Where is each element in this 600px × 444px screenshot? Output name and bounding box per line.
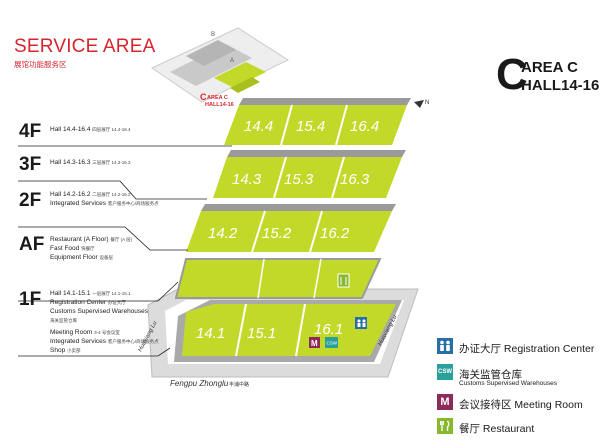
svg-text:M: M: [311, 339, 318, 348]
page-subtitle: 展馆功能服务区: [14, 60, 67, 69]
hall-16-1: 16.1: [314, 321, 343, 338]
floor-label-af: AF: [19, 234, 45, 255]
legend-meeting: M 会议接待区 Meeting Room: [437, 394, 597, 414]
area-badge-line1: AREA C: [521, 59, 578, 76]
area-badge-line2: HALL14-16: [521, 77, 600, 94]
meeting-icon: M: [437, 394, 453, 410]
svg-text:N: N: [425, 100, 429, 106]
floor-label-3f: 3F: [19, 154, 42, 175]
hall-14-4: 14.4: [244, 118, 273, 135]
legend-csw: CSW 海关监管仓库 Customs Supervised Warehouses: [437, 364, 597, 387]
legend-registration-label: 办证大厅 Registration Center: [459, 343, 595, 355]
page-title: SERVICE AREA: [14, 36, 156, 57]
floor-label-4f: 4F: [19, 121, 42, 142]
hall-15-3: 15.3: [284, 171, 314, 188]
area-badge: C AREA C HALL14-16: [496, 50, 600, 99]
legend-restaurant-label: 餐厅 Restaurant: [459, 423, 535, 435]
floor-4f-line-0: Hall 14.4-16.4 四层展厅 14.4-16.4: [50, 126, 131, 133]
minimap-letter-c: C: [200, 92, 207, 102]
hall-14-3: 14.3: [232, 171, 262, 188]
slab-2f: [186, 204, 396, 253]
registration-marker-icon: [355, 317, 367, 329]
leader-lines: [18, 145, 232, 357]
road-fengpu-cn: 丰浦中路: [229, 381, 249, 388]
minimap-letter-a: B: [211, 32, 215, 38]
floor-2f-lines: Hall 14.2-16.2 二层展厅 14.2-16.2 Integrated…: [50, 191, 159, 207]
hall-16-3: 16.3: [340, 171, 370, 188]
hall-14-1: 14.1: [196, 325, 225, 342]
restaurant-icon: [437, 418, 453, 434]
floor-af-lines: Restaurant (A Floor) 餐厅 (A 层) Fast Food …: [50, 236, 133, 261]
compass-icon: N: [414, 100, 429, 108]
legend-registration: 办证大厅 Registration Center: [437, 338, 597, 358]
hall-15-2: 15.2: [262, 225, 292, 242]
registration-icon: [437, 338, 453, 354]
slab-af: [174, 258, 382, 299]
floor-1f-lines: Hall 14.1-15.1 一层展厅 14.1-15.1 Registrati…: [50, 290, 159, 354]
hall-14-2: 14.2: [208, 225, 238, 242]
floor-label-1f: 1F: [19, 289, 42, 310]
restaurant-marker-icon: [337, 273, 350, 288]
road-fengpu: Fengpu Zhonglu: [170, 379, 229, 388]
area-badge-letter: C: [496, 50, 528, 99]
site-minimap: B A C AREA C HALL14-16: [150, 27, 290, 108]
slab-4f: [224, 98, 411, 146]
slab-1f: [174, 300, 402, 362]
svg-text:CSW: CSW: [327, 341, 338, 346]
hall-16-2: 16.2: [320, 225, 350, 242]
minimap-letter-b: A: [230, 58, 234, 64]
hall-15-1: 15.1: [247, 325, 276, 342]
minimap-label-line2: HALL14-16: [205, 102, 234, 108]
slab-3f: [213, 150, 406, 199]
minimap-label-line1: AREA C: [207, 95, 228, 101]
legend-csw-sub: Customs Supervised Warehouses: [459, 380, 558, 387]
csw-marker-icon: CSW: [325, 337, 338, 348]
floor-label-2f: 2F: [19, 190, 42, 211]
floor-3f-line-0: Hall 14.3-16.3 三层展厅 14.3-16.3: [50, 159, 131, 166]
hall-15-4: 15.4: [296, 118, 325, 135]
legend-restaurant: 餐厅 Restaurant: [437, 418, 597, 438]
hall-16-4: 16.4: [350, 118, 379, 135]
csw-icon: CSW: [437, 364, 453, 380]
legend-csw-label: 海关监管仓库: [459, 369, 522, 381]
legend-meeting-label: 会议接待区 Meeting Room: [459, 399, 583, 411]
meeting-marker-icon: M: [309, 337, 320, 348]
